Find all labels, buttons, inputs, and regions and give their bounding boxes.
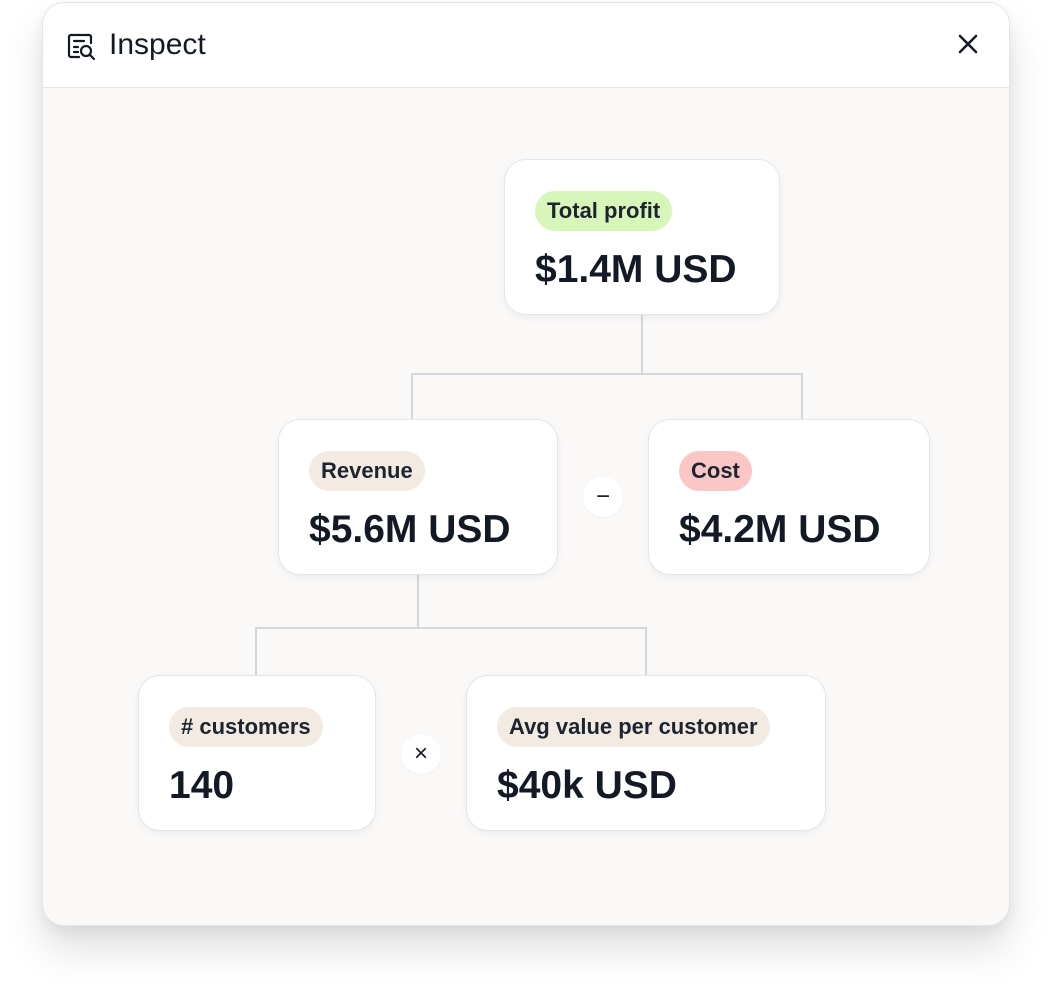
avg-value-label: Avg value per customer <box>497 707 770 747</box>
avg-value-value: $40k USD <box>497 764 677 807</box>
subtract-operator: − <box>583 477 623 517</box>
avg-value-node[interactable]: Avg value per customer $40k USD <box>466 675 826 831</box>
total-profit-value: $1.4M USD <box>535 248 737 291</box>
cost-label: Cost <box>679 451 752 491</box>
customers-label: # customers <box>169 707 323 747</box>
cost-value: $4.2M USD <box>679 508 881 551</box>
inspect-panel: Inspect Total profit $1.4M USD Revenue $… <box>42 2 1010 926</box>
customers-node[interactable]: # customers 140 <box>138 675 376 831</box>
close-icon[interactable] <box>953 29 983 59</box>
panel-title: Inspect <box>109 28 206 61</box>
inspect-icon <box>67 33 96 61</box>
revenue-label: Revenue <box>309 451 425 491</box>
revenue-node[interactable]: Revenue $5.6M USD <box>278 419 558 575</box>
multiply-operator: × <box>401 734 441 774</box>
panel-header: Inspect <box>43 3 1009 88</box>
cost-node[interactable]: Cost $4.2M USD <box>648 419 930 575</box>
total-profit-label: Total profit <box>535 191 673 231</box>
customers-value: 140 <box>169 764 235 807</box>
total-profit-node[interactable]: Total profit $1.4M USD <box>504 159 780 315</box>
revenue-value: $5.6M USD <box>309 508 511 551</box>
